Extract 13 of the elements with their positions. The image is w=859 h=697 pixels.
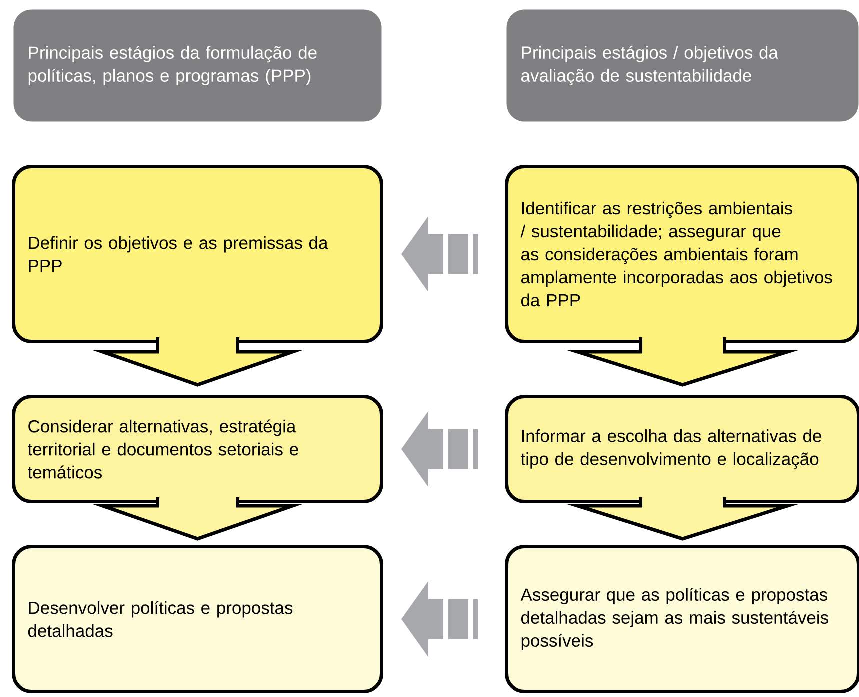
stage-box: Informar a escolha das alternativas de tipo de desenvolvimento e localização <box>505 395 859 504</box>
stage-box: Assegurar que as políticas e propostas detalhadas sejam as mais sustentáveis possíveis <box>505 545 859 694</box>
block-arrow <box>92 496 304 541</box>
block-arrow <box>402 411 478 488</box>
stage-header: Principais estágios / objetivos da avaliação de sustentabilidade <box>506 10 859 122</box>
stage-header: Principais estágios da formulação de políticas, planos e programas (PPP) <box>14 10 382 122</box>
block-arrow <box>402 216 478 292</box>
block-arrow <box>92 336 304 387</box>
block-arrow <box>402 581 478 658</box>
stage-box: Considerar alternativas, estratégia territorial e documentos setoriais e temáticos <box>12 395 384 504</box>
stage-box: Definir os objetivos e as premissas da PPP <box>12 165 384 344</box>
stage-box: Identificar as restrições ambientais / sustentabilidade; assegurar que as considerações ambientais foram amplamente incorporadas aos objetivos da PPP <box>505 165 859 344</box>
stage-box: Desenvolver políticas e propostas detalhadas <box>12 545 384 694</box>
